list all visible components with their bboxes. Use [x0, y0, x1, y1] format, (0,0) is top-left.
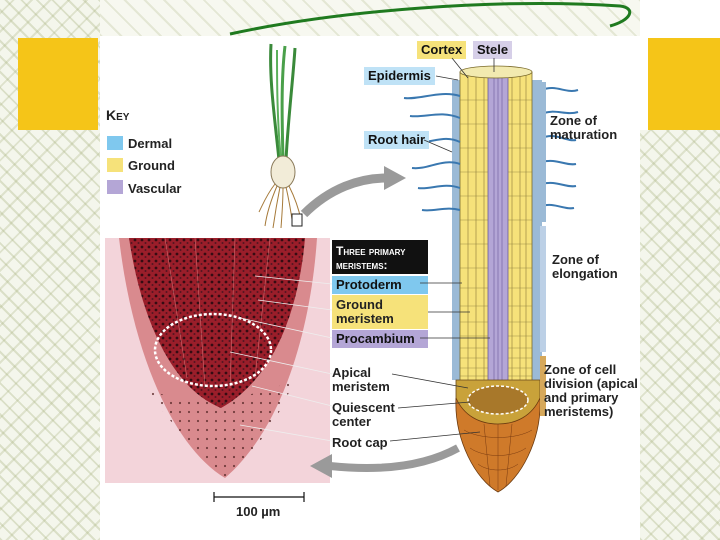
yellow-accent-square-right — [648, 38, 720, 130]
key-label-ground: Ground — [128, 158, 175, 173]
zone-elongation-line2: elongation — [552, 266, 618, 281]
label-quiescent-line1: Quiescent — [332, 400, 395, 415]
label-root-hair: Root hair — [364, 131, 430, 149]
magnify-arrow-bottom — [310, 444, 460, 478]
scale-bar-label: 100 µm — [236, 504, 281, 519]
root-tip-micrograph — [105, 238, 330, 483]
zone-maturation-line2: maturation — [550, 127, 618, 142]
key-swatch-dermal — [107, 136, 123, 150]
zone-division-line4: meristems) — [544, 404, 614, 419]
meristems-heading-line2: meristems: — [336, 258, 388, 272]
key-label-vascular: Vascular — [128, 181, 182, 196]
zone-division-line2: division (apical — [544, 376, 638, 391]
decorative-pattern-right — [640, 130, 720, 540]
zone-bracket-maturation — [540, 82, 546, 222]
label-epidermis: Epidermis — [364, 67, 435, 85]
zone-bracket-elongation — [540, 226, 546, 352]
key-swatch-ground — [107, 158, 123, 172]
label-apical-line2: meristem — [332, 379, 390, 394]
decorative-pattern-top — [100, 0, 640, 36]
yellow-accent-square-left — [18, 38, 98, 130]
key-title: Key — [106, 107, 130, 123]
onion-plant-illustration — [258, 43, 303, 229]
magnify-arrow-top — [300, 166, 406, 218]
meristem-ground-line2: meristem — [336, 311, 394, 326]
zone-bracket-division — [540, 356, 546, 416]
root-section-diagram — [403, 65, 579, 493]
meristems-heading-line1: Three primary — [336, 244, 406, 258]
label-cortex: Cortex — [417, 41, 467, 59]
zone-division-line3: and primary — [544, 390, 619, 405]
label-apical-line1: Apical — [332, 365, 372, 380]
zone-elongation-line1: Zone of — [552, 252, 599, 267]
scale-bar — [213, 492, 305, 502]
meristem-ground-box — [332, 295, 428, 329]
meristem-protoderm: Protoderm — [332, 276, 428, 294]
key-label-dermal: Dermal — [128, 136, 173, 151]
meristem-procambium: Procambium — [332, 330, 428, 348]
label-root-cap: Root cap — [332, 435, 388, 450]
label-stele: Stele — [473, 41, 513, 59]
key-swatch-vascular — [107, 180, 123, 194]
zone-division-line1: Zone of cell — [544, 362, 617, 377]
green-arc-decoration — [229, 2, 632, 36]
zone-maturation-line1: Zone of — [550, 113, 597, 128]
meristems-heading-box — [332, 240, 428, 274]
label-quiescent-line2: center — [332, 414, 372, 429]
meristem-ground-line1: Ground — [336, 297, 383, 312]
